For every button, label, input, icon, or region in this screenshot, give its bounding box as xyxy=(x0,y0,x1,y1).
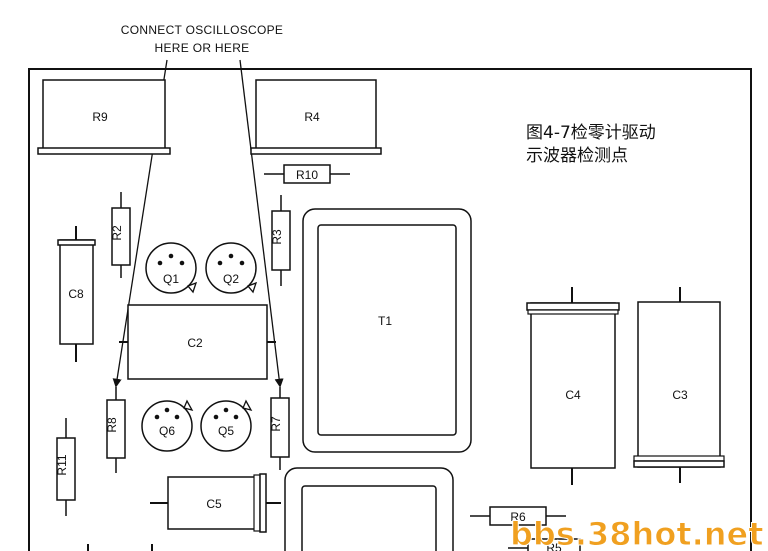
resistor-r6: R6 xyxy=(470,506,566,526)
label-r9: R9 xyxy=(92,110,108,124)
resistor-r9: R9 xyxy=(37,79,171,155)
label-r7: R7 xyxy=(269,416,283,432)
label-r11: R11 xyxy=(55,454,69,475)
label-c3: C3 xyxy=(672,388,688,402)
label-r5: R5 xyxy=(546,541,562,551)
label-r4: R4 xyxy=(304,110,320,124)
watermark: bbs.38hot.net xyxy=(510,515,764,551)
figure-title-line-1: 图4-7检零计驱动 xyxy=(526,123,656,143)
label-q6: Q6 xyxy=(159,424,175,438)
capacitor-c3: C3 xyxy=(633,287,725,483)
callout-arrow-right xyxy=(239,59,284,388)
label-r8: R8 xyxy=(105,417,119,433)
capacitor-c4: C4 xyxy=(526,287,620,485)
figure-title-line-2: 示波器检测点 xyxy=(526,146,628,166)
transformer-t1: T1 xyxy=(302,208,472,453)
resistor-r8: R8 xyxy=(105,387,126,473)
resistor-r4: R4 xyxy=(250,79,382,155)
resistor-r3: R3 xyxy=(270,195,291,286)
label-q2: Q2 xyxy=(223,272,239,286)
board-outline xyxy=(28,68,752,551)
transformer-lower xyxy=(284,467,454,551)
label-c8: C8 xyxy=(68,287,84,301)
label-r10: R10 xyxy=(296,168,318,182)
label-q5: Q5 xyxy=(218,424,234,438)
label-r3: R3 xyxy=(270,229,284,245)
capacitor-c5: C5 xyxy=(150,473,281,533)
resistor-r5: R5 xyxy=(508,538,581,551)
resistor-r10: R10 xyxy=(264,164,350,184)
transistor-q2: Q2 xyxy=(205,242,258,294)
transistor-q1: Q1 xyxy=(145,242,198,294)
label-r2: R2 xyxy=(110,225,124,241)
label-c2: C2 xyxy=(187,336,203,350)
label-c4: C4 xyxy=(565,388,581,402)
resistor-r7: R7 xyxy=(269,387,290,470)
transistor-q6: Q6 xyxy=(141,399,194,452)
label-q1: Q1 xyxy=(163,272,179,286)
resistor-r2: R2 xyxy=(110,192,131,278)
capacitor-c2: C2 xyxy=(119,304,276,380)
label-r6: R6 xyxy=(510,510,526,524)
callout-line-2: HERE OR HERE xyxy=(155,41,250,55)
resistor-r11: R11 xyxy=(55,418,76,516)
callout-line-1: CONNECT OSCILLOSCOPE xyxy=(121,23,283,37)
capacitor-c8: C8 xyxy=(57,226,96,362)
label-t1: T1 xyxy=(378,314,392,328)
label-c5: C5 xyxy=(206,497,222,511)
transistor-q5: Q5 xyxy=(200,399,253,452)
